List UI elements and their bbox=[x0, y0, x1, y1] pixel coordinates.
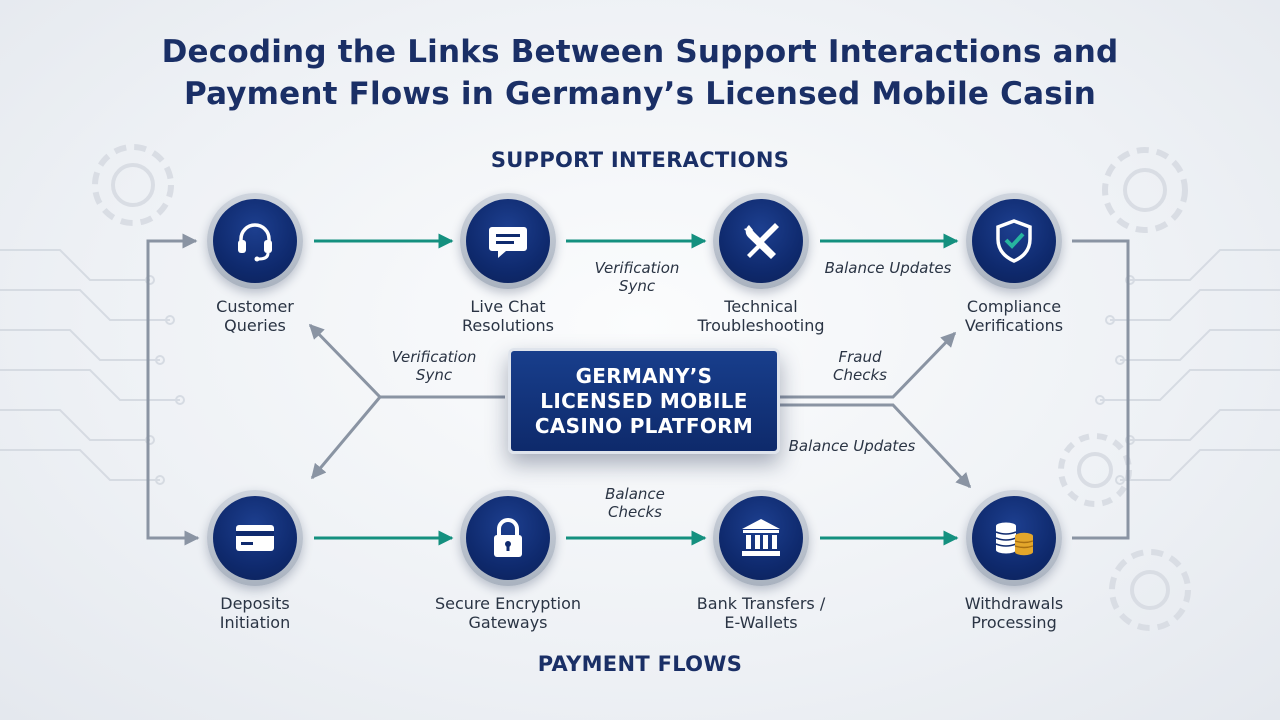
branch-center-to-compliance bbox=[776, 331, 957, 399]
node-technical-troubleshooting[interactable] bbox=[713, 193, 809, 289]
loop-left-up bbox=[146, 233, 198, 540]
label-deposits-initiation: Deposits Initiation bbox=[219, 594, 291, 632]
branch-center-to-deposits bbox=[310, 396, 382, 480]
label-customer-queries: Customer Queries bbox=[216, 297, 294, 335]
node-deposits-initiation[interactable] bbox=[207, 490, 303, 586]
edge-label-balance-updates-top: Balance Updates bbox=[824, 259, 952, 277]
center-platform-box: GERMANY’S LICENSED MOBILE CASINO PLATFOR… bbox=[508, 348, 780, 454]
edge-label-verification-sync-top: Verification Sync bbox=[594, 259, 680, 295]
section-support-interactions: SUPPORT INTERACTIONS bbox=[490, 148, 790, 172]
loop-right bbox=[1072, 239, 1130, 540]
chat-bubble-icon bbox=[489, 227, 527, 258]
center-platform-text: GERMANY’S LICENSED MOBILE CASINO PLATFOR… bbox=[534, 363, 754, 438]
title-line-1: Decoding the Links Between Support Inter… bbox=[161, 34, 1119, 70]
label-compliance-verifications: Compliance Verifications bbox=[964, 297, 1064, 335]
credit-card-icon bbox=[236, 525, 274, 551]
node-withdrawals-processing[interactable] bbox=[966, 490, 1062, 586]
node-live-chat[interactable] bbox=[460, 193, 556, 289]
label-bank-transfers: Bank Transfers / E-Wallets bbox=[696, 594, 826, 632]
label-live-chat: Live Chat Resolutions bbox=[462, 297, 554, 335]
node-customer-queries[interactable] bbox=[207, 193, 303, 289]
node-bank-transfers[interactable] bbox=[713, 490, 809, 586]
edge-label-fraud-checks: Fraud Checks bbox=[833, 348, 887, 384]
shield-check-icon bbox=[996, 219, 1032, 263]
coin-stacks-icon bbox=[995, 522, 1034, 556]
edge-label-verification-sync-left: Verification Sync bbox=[391, 348, 477, 384]
edge-label-balance-updates-right: Balance Updates bbox=[788, 437, 916, 455]
wrench-screwdriver-icon bbox=[744, 223, 779, 259]
label-secure-encryption: Secure Encryption Gateways bbox=[435, 594, 581, 632]
section-payment-flows: PAYMENT FLOWS bbox=[537, 652, 743, 676]
node-secure-encryption[interactable] bbox=[460, 490, 556, 586]
label-withdrawals-processing: Withdrawals Processing bbox=[964, 594, 1064, 632]
branch-center-to-withdrawals bbox=[776, 403, 972, 489]
label-technical-troubleshooting: Technical Troubleshooting bbox=[697, 297, 825, 335]
title-line-2: Payment Flows in Germany’s Licensed Mobi… bbox=[184, 76, 1096, 112]
edge-label-balance-checks: Balance Checks bbox=[605, 485, 665, 521]
node-compliance-verifications[interactable] bbox=[966, 193, 1062, 289]
headset-icon bbox=[238, 223, 272, 262]
padlock-icon bbox=[494, 518, 522, 557]
bank-icon bbox=[742, 519, 780, 556]
